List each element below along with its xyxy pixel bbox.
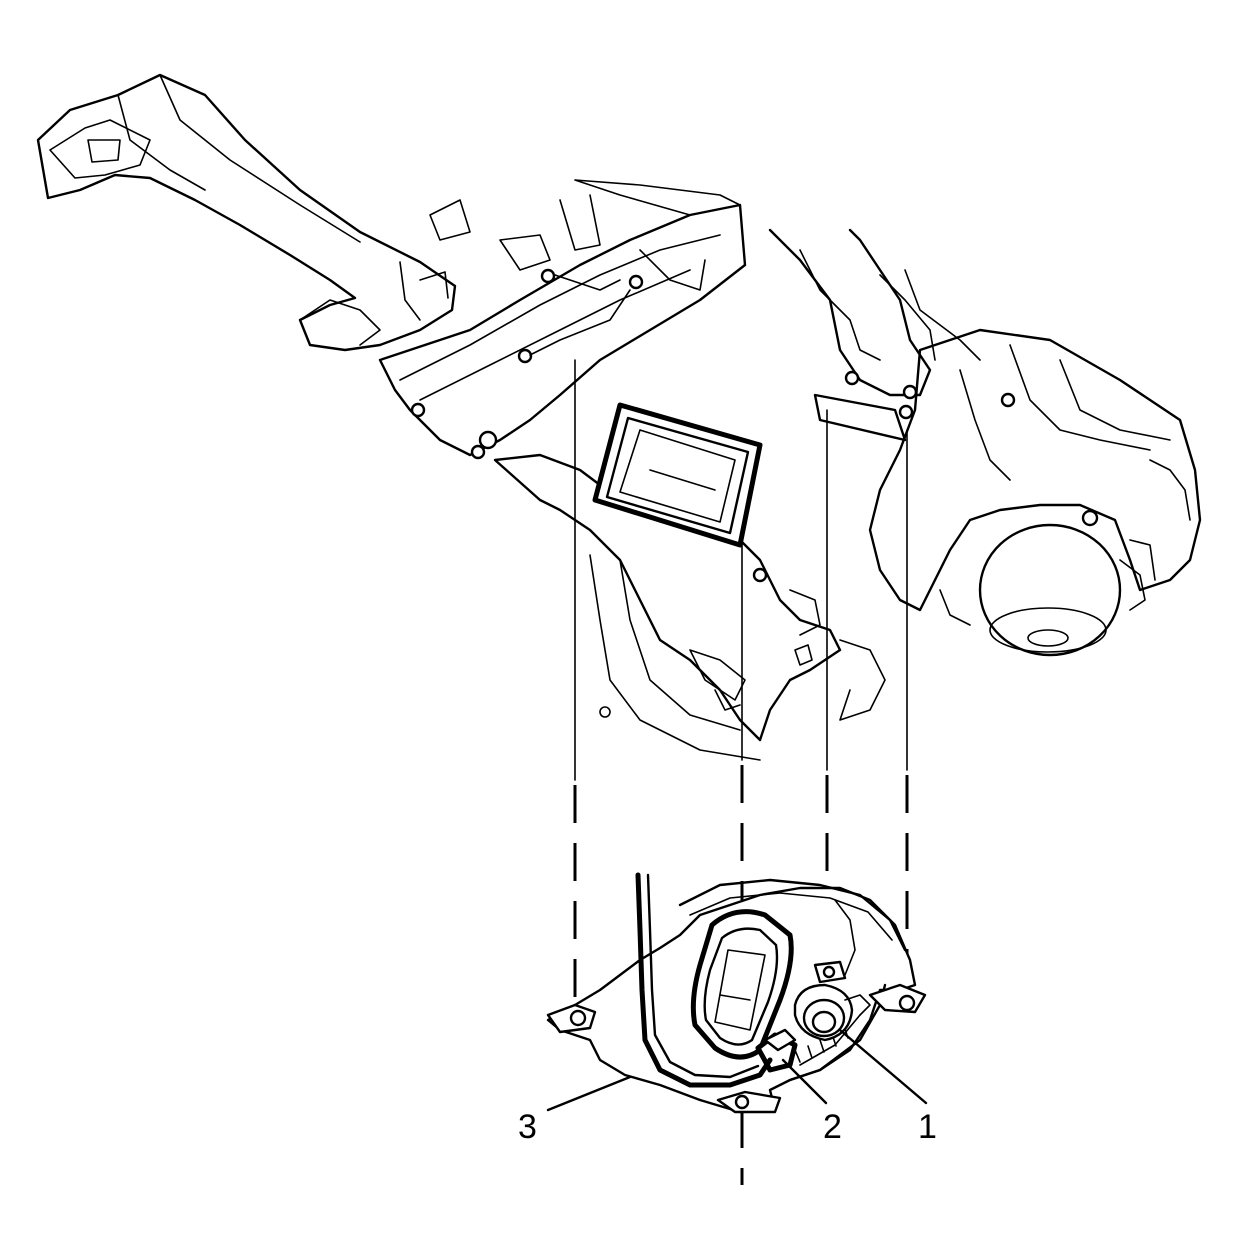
module-inlet-opening (592, 402, 763, 548)
callout-2-leader (781, 1058, 828, 1105)
hvac-module-assembly (36, 73, 1202, 761)
callout-3-label: 3 (518, 1108, 537, 1146)
right-mount-bracket (768, 228, 981, 442)
right-blower-housing (868, 328, 1202, 657)
blower-motor-assembly (546, 872, 927, 1114)
wiring-harness (635, 872, 773, 1088)
callout-1-leader (838, 1028, 928, 1105)
callout-leaders (546, 1028, 928, 1112)
left-duct-arm (36, 73, 457, 352)
blower-inlet (690, 909, 794, 1060)
callout-3-leader (546, 1075, 632, 1112)
callout-1-label: 1 (918, 1108, 937, 1146)
callout-2-label: 2 (823, 1108, 842, 1146)
blower-motor (793, 983, 871, 1042)
